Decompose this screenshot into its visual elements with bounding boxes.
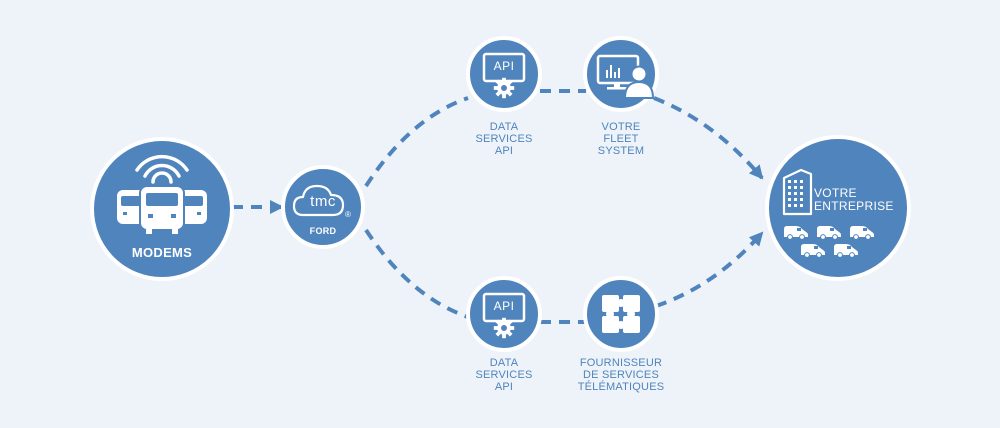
node-telematics-provider [583,276,659,352]
telematics-provider-label: FOURNISSEUR DE SERVICES TÉLÉMATIQUES [561,357,681,393]
label-line: DATA [489,357,519,369]
tmc-logo-text: tmc [310,193,336,210]
label-line: DATA [489,121,519,133]
cloud-icon [292,184,345,217]
connector-ford-data-top [364,96,469,188]
node-ford [281,165,365,249]
label-line: TÉLÉMATIQUES [577,381,665,393]
node-entreprise [765,135,911,281]
connector-fleet-entreprise [653,96,764,180]
label-line: DE SERVICES [583,369,659,381]
label-line: SERVICES [475,133,533,145]
data-services-bottom-label: DATA SERVICES API [444,357,564,393]
connectors [232,89,764,324]
connector-ford-data-bottom [364,228,469,319]
label-line: API [494,145,514,157]
puzzle-icon [602,295,640,333]
entreprise-label-line-2: ENTREPRISE [814,199,894,213]
data-services-top-label: DATA SERVICES API [444,121,564,157]
label-line: FOURNISSEUR [579,357,663,369]
entreprise-label: VOTRE ENTREPRISE [814,187,910,213]
label-line: SERVICES [475,369,533,381]
connector-telematics-entreprise [655,231,764,308]
label-line: API [494,381,514,393]
label-line: SYSTEM [597,145,645,157]
entreprise-label-line-1: VOTRE [814,186,857,200]
api-screen-text-top: API [493,59,515,73]
node-data-services-top [466,36,542,112]
monitor-user-icon [596,54,655,99]
building-vans-icon [782,168,875,258]
api-gear-monitor-icon [482,292,526,339]
label-line: VOTRE [601,121,641,133]
api-gear-monitor-icon [482,52,526,99]
api-screen-text-bottom: API [493,299,515,313]
node-data-services-bottom [466,276,542,352]
registered-mark: ® [345,210,351,219]
fleet-system-label: VOTRE FLEET SYSTEM [561,121,681,157]
wifi-vans-icon [117,154,207,234]
modems-label: MODEMS [131,245,193,260]
node-fleet-system [583,36,659,112]
label-line: FLEET [603,133,639,145]
ford-label: FORD [309,226,337,236]
node-modems [90,137,234,281]
